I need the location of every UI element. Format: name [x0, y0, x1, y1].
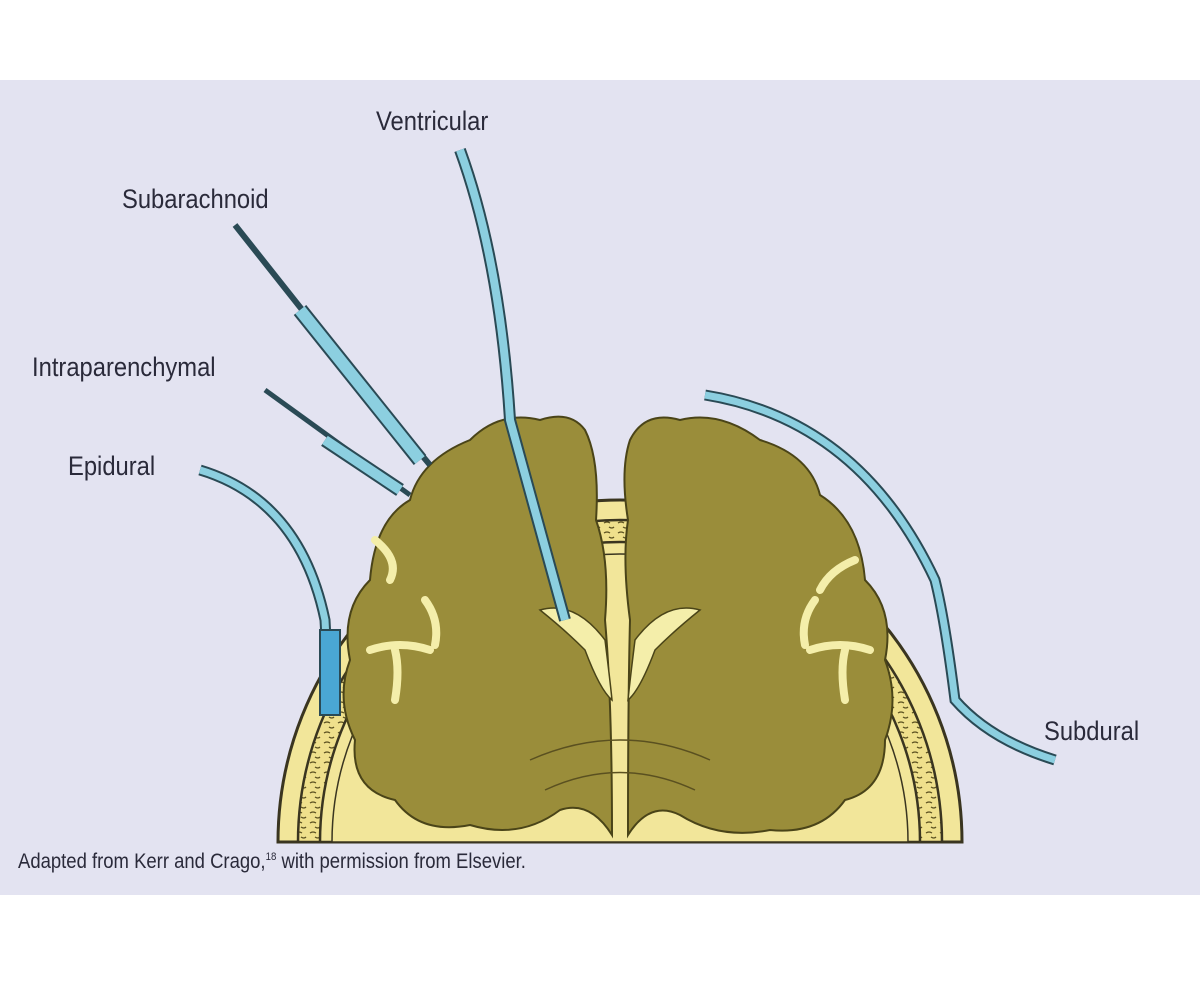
- sulcus-right: [799, 556, 874, 704]
- caption-reference: 18: [265, 851, 277, 863]
- label-epidural: Epidural: [68, 451, 156, 481]
- ventricular-catheter: [454, 147, 571, 622]
- caption: Adapted from Kerr and Crago,18 with perm…: [18, 850, 526, 874]
- subarachnoid-catheter: [232, 223, 433, 467]
- label-intraparenchymal: Intraparenchymal: [32, 352, 216, 382]
- epidural-catheter: [198, 464, 341, 716]
- label-ventricular: Ventricular: [376, 106, 489, 136]
- caption-text: Adapted from Kerr and Crago,: [18, 850, 266, 873]
- lateral-ventricles: [538, 607, 702, 702]
- label-subarachnoid: Subarachnoid: [122, 184, 269, 214]
- subdural-catheter: [704, 389, 1057, 766]
- left-hemisphere: [342, 415, 614, 839]
- corpus-callosum-lines: [529, 739, 711, 791]
- caption-rest: with permission from Elsevier.: [276, 850, 526, 873]
- intraparenchymal-catheter: [263, 387, 412, 498]
- sulcus-left: [366, 536, 441, 704]
- right-hemisphere: [623, 416, 894, 839]
- label-subdural: Subdural: [1044, 716, 1140, 746]
